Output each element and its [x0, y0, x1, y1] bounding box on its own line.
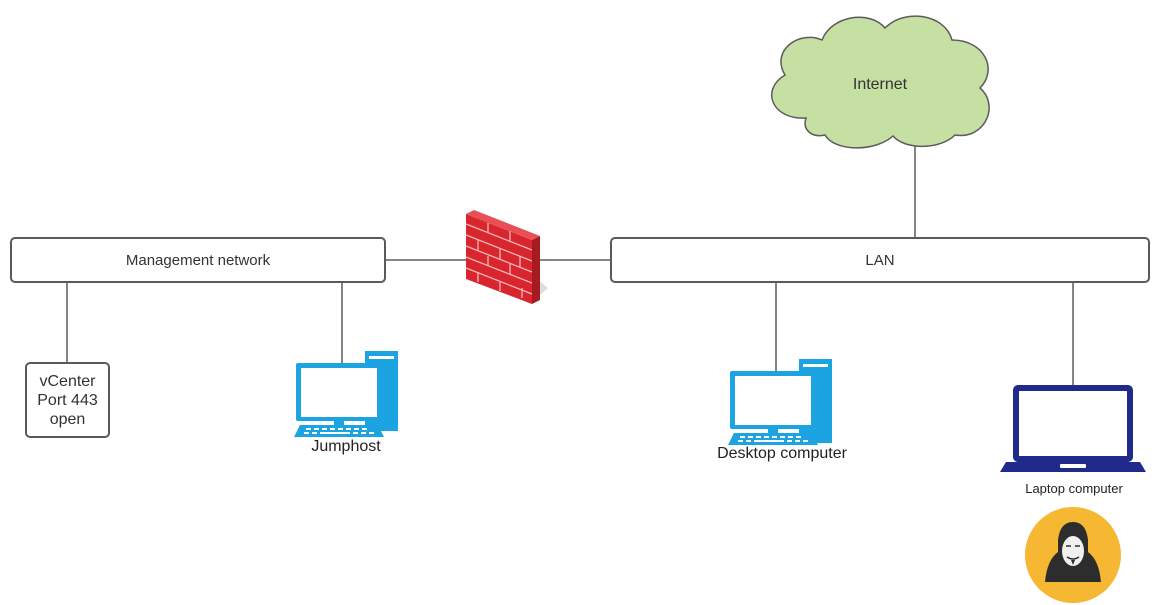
firewall-icon: [465, 210, 548, 304]
vcenter-line-3: open: [49, 410, 86, 428]
vcenter-box: vCenter Port 443 open: [25, 362, 110, 438]
desktop-computer-icon: [728, 359, 832, 445]
lan-box: LAN: [610, 237, 1150, 283]
connector-lines: [66, 146, 1074, 386]
hacker-avatar-icon: [1025, 507, 1121, 603]
jumphost-computer-icon: [294, 351, 398, 437]
management-network-label: Management network: [125, 251, 271, 269]
jumphost-label: Jumphost: [311, 438, 381, 455]
vcenter-line-2: Port 443: [37, 391, 98, 409]
laptop-computer-label: Laptop computer: [1025, 481, 1123, 496]
internet-label: Internet: [852, 76, 908, 93]
desktop-computer-label: Desktop computer: [717, 445, 847, 462]
laptop-icon: [1000, 385, 1146, 472]
vcenter-line-1: vCenter: [39, 372, 96, 390]
internet-cloud-icon: [771, 15, 990, 149]
lan-label: LAN: [865, 251, 895, 269]
management-network-box: Management network: [10, 237, 386, 283]
